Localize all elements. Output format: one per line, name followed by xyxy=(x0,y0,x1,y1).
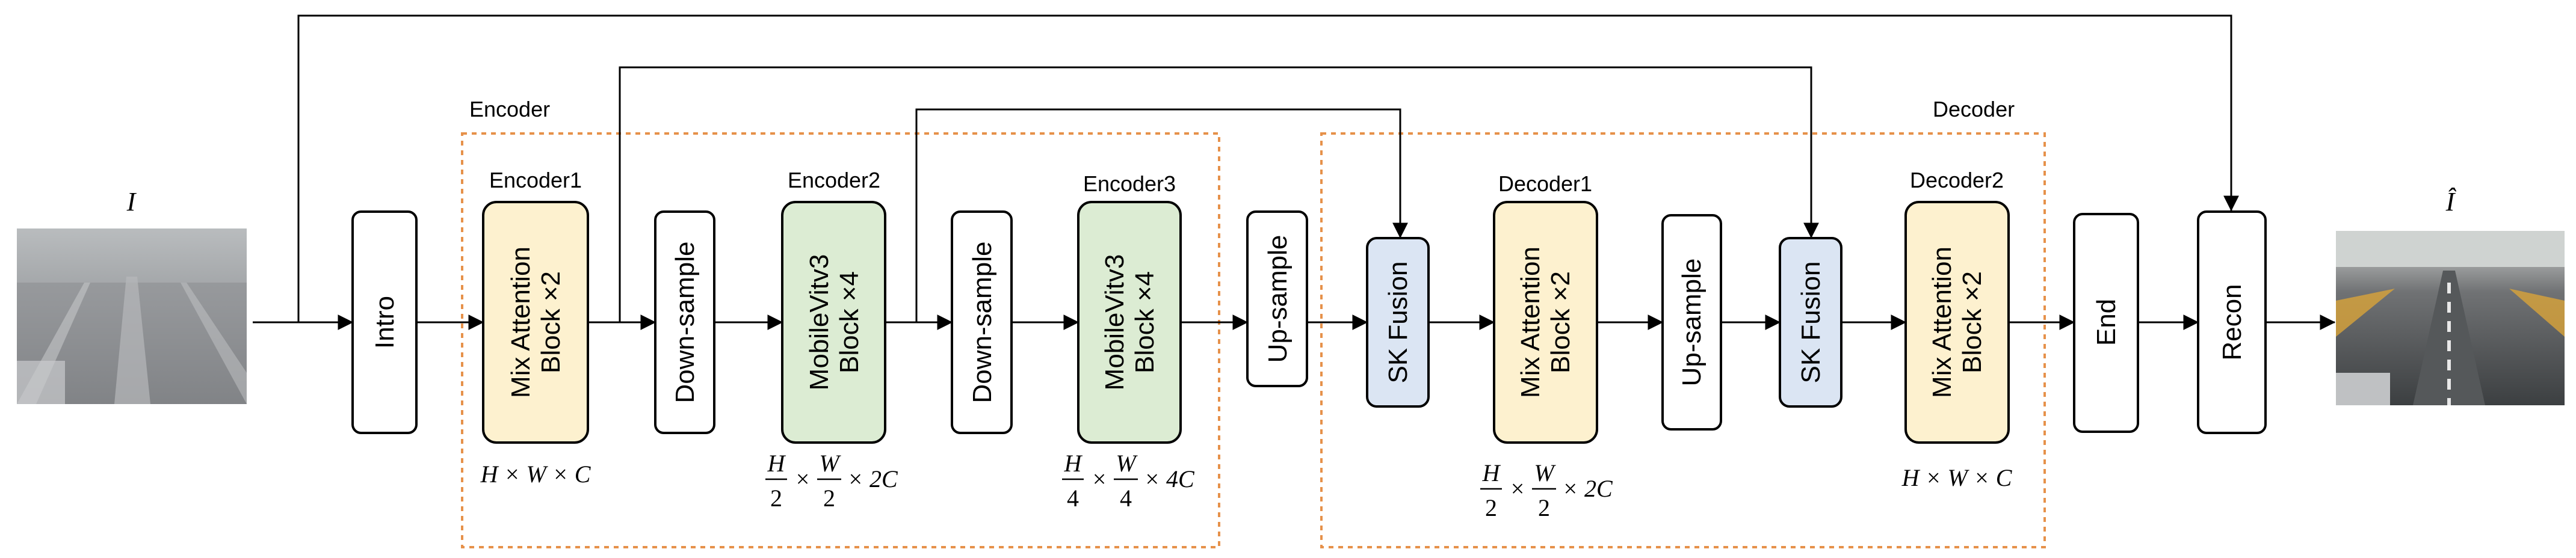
encoder1-title: Encoder1 xyxy=(489,168,582,192)
skip-encoder1-to-skfusion2 xyxy=(619,66,1819,322)
skfusion1-label: SK Fusion xyxy=(1383,262,1413,384)
end-label: End xyxy=(2092,299,2121,346)
svg-text:H: H xyxy=(767,450,786,477)
decoder1-title: Decoder1 xyxy=(1498,171,1592,196)
decoder2-block xyxy=(1904,201,2010,444)
upsample2-block xyxy=(1661,214,1722,431)
encoder3-dims: H 4 × W 4 × 4C xyxy=(1062,450,1195,512)
encoder2-title: Encoder2 xyxy=(788,168,880,192)
intro-block xyxy=(351,210,418,434)
intro-label: Intro xyxy=(370,296,400,349)
svg-text:×: × xyxy=(1093,465,1107,492)
decoder1-label-line2: Block ×2 xyxy=(1546,271,1575,373)
svg-text:×: × xyxy=(796,465,810,492)
svg-text:H: H xyxy=(1482,459,1501,486)
encoder-group-label: Encoder xyxy=(469,97,550,121)
recon-label: Recon xyxy=(2217,284,2247,360)
downsample2-label: Down-sample xyxy=(968,242,997,403)
decoder2-label-line2: Block ×2 xyxy=(1957,271,1987,373)
downsample1-block xyxy=(654,210,715,434)
output-symbol: Î xyxy=(2445,187,2457,216)
upsample1-label: Up-sample xyxy=(1263,235,1293,363)
skip-connections xyxy=(297,14,2239,322)
svg-text:2: 2 xyxy=(770,485,782,512)
encoder1-label-line1: Mix Attention xyxy=(506,247,536,398)
svg-text:W: W xyxy=(819,450,841,477)
input-image xyxy=(17,228,247,404)
svg-text:W: W xyxy=(1116,450,1138,477)
encoder1-dims: H × W × C xyxy=(480,461,591,488)
svg-text:×: × xyxy=(1511,475,1525,502)
end-block xyxy=(2073,213,2139,433)
downsample1-label: Down-sample xyxy=(670,242,700,403)
svg-text:2: 2 xyxy=(1538,494,1550,521)
encoder3-block xyxy=(1077,201,1182,444)
decoder1-block xyxy=(1493,201,1598,444)
recon-block xyxy=(2197,210,2267,434)
skip-input-to-recon xyxy=(297,14,2239,322)
input-symbol: I xyxy=(126,187,137,216)
output-image xyxy=(2336,231,2565,405)
skip-encoder2-to-skfusion1 xyxy=(915,108,1408,322)
encoder2-label-line2: Block ×4 xyxy=(835,271,864,373)
decoder1-label-line1: Mix Attention xyxy=(1516,247,1545,398)
decoder2-label-line1: Mix Attention xyxy=(1927,247,1957,398)
downsample2-block xyxy=(951,210,1013,434)
svg-text:4: 4 xyxy=(1120,485,1132,512)
decoder2-dims: H × W × C xyxy=(1901,464,2013,491)
svg-text:× 2C: × 2C xyxy=(1562,475,1613,502)
svg-text:× 4C: × 4C xyxy=(1144,465,1195,492)
encoder2-block xyxy=(781,201,886,444)
decoder-group-label: Decoder xyxy=(1933,97,2015,121)
encoder2-dims: H 2 × W 2 × 2C xyxy=(765,450,898,512)
encoder2-label-line1: MobileVitv3 xyxy=(805,254,834,391)
encoder1-block xyxy=(482,201,589,444)
skfusion1-block xyxy=(1366,237,1430,408)
svg-text:× 2C: × 2C xyxy=(847,465,898,492)
encoder3-label-line1: MobileVitv3 xyxy=(1100,254,1129,391)
svg-text:2: 2 xyxy=(1485,494,1497,521)
skfusion2-block xyxy=(1779,237,1842,408)
upsample1-block xyxy=(1246,210,1308,387)
svg-text:4: 4 xyxy=(1067,485,1079,512)
encoder3-title: Encoder3 xyxy=(1083,171,1176,196)
svg-text:2: 2 xyxy=(823,485,835,512)
svg-text:W: W xyxy=(1534,459,1556,486)
encoder3-label-line2: Block ×4 xyxy=(1130,271,1160,373)
svg-text:H: H xyxy=(1064,450,1083,477)
upsample2-label: Up-sample xyxy=(1677,259,1707,387)
decoder1-dims: H 2 × W 2 × 2C xyxy=(1480,459,1613,521)
decoder2-title: Decoder2 xyxy=(1910,168,2004,192)
encoder-group-frame xyxy=(461,132,1220,548)
encoder1-label-line2: Block ×2 xyxy=(536,271,566,373)
skfusion2-label: SK Fusion xyxy=(1796,262,1826,384)
